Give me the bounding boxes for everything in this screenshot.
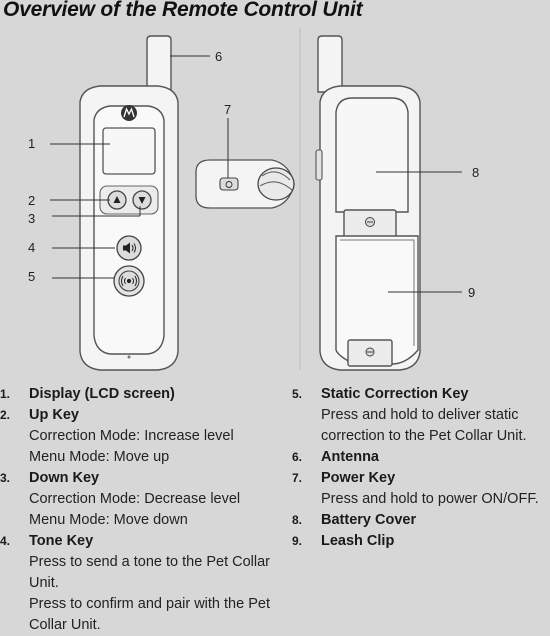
legend-desc: Menu Mode: Move up (29, 449, 170, 465)
legend-desc: Menu Mode: Move down (29, 512, 188, 528)
legend-item-antenna: 6. Antenna (292, 447, 550, 468)
legend-name: Leash Clip (321, 533, 395, 549)
legend-desc: Press to send a tone to the Pet Collar U… (29, 554, 270, 591)
antenna-base-ridge (261, 171, 291, 181)
callout-3: 3 (28, 211, 35, 226)
legend-desc: Correction Mode: Decrease level (29, 491, 241, 507)
lanyard-hole (127, 355, 131, 359)
callout-2: 2 (28, 193, 35, 208)
legend-item-display: 1. Display (LCD screen) (0, 384, 278, 405)
legend-name: Display (LCD screen) (29, 386, 175, 402)
side-grip (315, 149, 323, 181)
legend-desc: Correction Mode: Increase level (29, 428, 234, 444)
callout-8: 8 (472, 165, 479, 180)
legend-item-power-key: 7. Power Key Press and hold to power ON/… (292, 468, 550, 510)
legend-right: 5. Static Correction Key Press and hold … (292, 384, 550, 552)
power-key (219, 177, 239, 191)
power-icon (225, 181, 233, 188)
callout-7: 7 (224, 102, 231, 117)
legend-desc: Press and hold to deliver static correct… (321, 407, 527, 444)
static-correction-icon (121, 275, 137, 287)
remote-top-view (195, 159, 295, 209)
legend-name: Antenna (321, 449, 379, 465)
antenna-base-ridge (259, 181, 293, 191)
callout-4: 4 (28, 240, 35, 255)
legend-name: Up Key (29, 407, 79, 423)
battery-cover (335, 97, 409, 213)
legend-item-leash-clip: 9. Leash Clip (292, 531, 550, 552)
legend-name: Tone Key (29, 533, 94, 549)
legend-item-tone-key: 4. Tone Key Press to send a tone to the … (0, 531, 278, 636)
legend-name: Static Correction Key (321, 386, 469, 402)
remote-back-view (315, 35, 421, 371)
up-arrow-icon (113, 196, 121, 203)
remote-diagram: 1 2 3 4 5 6 7 8 9 (28, 28, 479, 371)
speaker-icon (123, 242, 136, 254)
callout-5: 5 (28, 269, 35, 284)
legend-desc: Press and hold to power ON/OFF. (321, 491, 539, 507)
legend-number: 4. (0, 534, 11, 548)
callout-6: 6 (215, 49, 222, 64)
legend-item-up-key: 2. Up Key Correction Mode: Increase leve… (0, 405, 278, 468)
legend-number: 1. (0, 387, 11, 401)
legend-number: 7. (292, 471, 303, 485)
callout-9: 9 (468, 285, 475, 300)
callout-1: 1 (28, 136, 35, 151)
legend-number: 2. (0, 408, 11, 422)
legend-name: Battery Cover (321, 512, 417, 528)
legend-number: 3. (0, 471, 11, 485)
legend-name: Power Key (321, 470, 396, 486)
leader-lines (50, 55, 462, 293)
brand-logo-mark (123, 107, 135, 118)
down-arrow-icon (138, 197, 146, 204)
legend-item-static-key: 5. Static Correction Key Press and hold … (292, 384, 550, 447)
legend-number: 8. (292, 513, 303, 527)
legend-desc: Press to confirm and pair with the Pet C… (29, 596, 270, 633)
leash-clip-edge (340, 239, 415, 346)
legend-number: 6. (292, 450, 303, 464)
legend-number: 5. (292, 387, 303, 401)
legend-left: 1. Display (LCD screen) 2. Up Key Correc… (0, 384, 278, 636)
antenna (146, 35, 172, 93)
legend-item-down-key: 3. Down Key Correction Mode: Decrease le… (0, 468, 278, 531)
legend-number: 9. (292, 534, 303, 548)
legend-name: Down Key (29, 470, 100, 486)
lcd-display (102, 127, 156, 175)
page-title: Overview of the Remote Control Unit (3, 0, 363, 21)
back-antenna (317, 35, 343, 93)
legend-item-battery-cover: 8. Battery Cover (292, 510, 550, 531)
